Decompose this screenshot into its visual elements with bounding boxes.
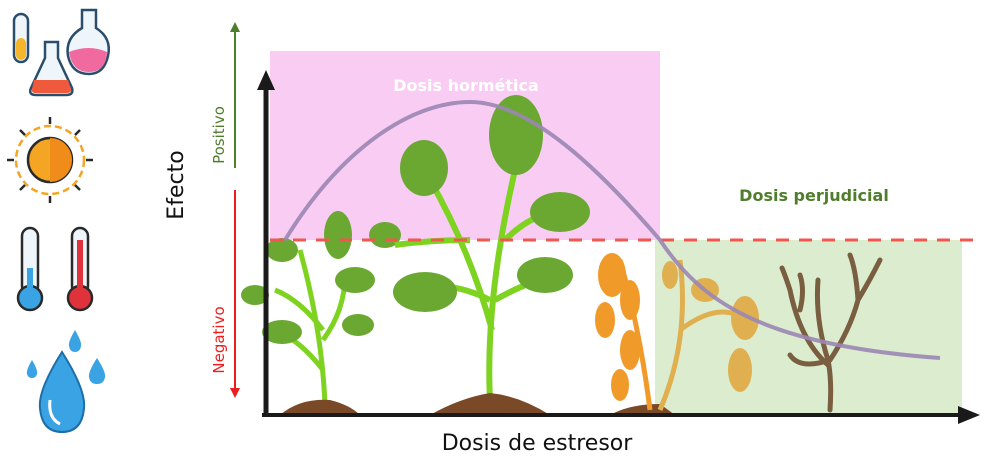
sun-icon — [7, 117, 93, 203]
harmful-zone — [655, 240, 962, 415]
healthy-plant-large — [393, 95, 590, 401]
thermometers-icon — [16, 226, 94, 312]
water-drops-icon — [26, 330, 106, 434]
y-axis-label: Efecto — [164, 150, 189, 219]
stressed-plant — [595, 253, 759, 411]
x-axis-label: Dosis de estresor — [442, 431, 634, 456]
positive-label: Positivo — [210, 106, 228, 164]
flasks-icon — [12, 8, 110, 97]
hormetic-zone-label: Dosis hormética — [393, 76, 539, 95]
negative-label: Negativo — [210, 306, 228, 373]
healthy-plant-small — [241, 211, 401, 406]
hormetic-zone — [270, 51, 660, 240]
dose-response-curve — [283, 99, 941, 360]
dead-tree — [779, 252, 883, 413]
harmful-zone-label: Dosis perjudicial — [739, 186, 889, 205]
